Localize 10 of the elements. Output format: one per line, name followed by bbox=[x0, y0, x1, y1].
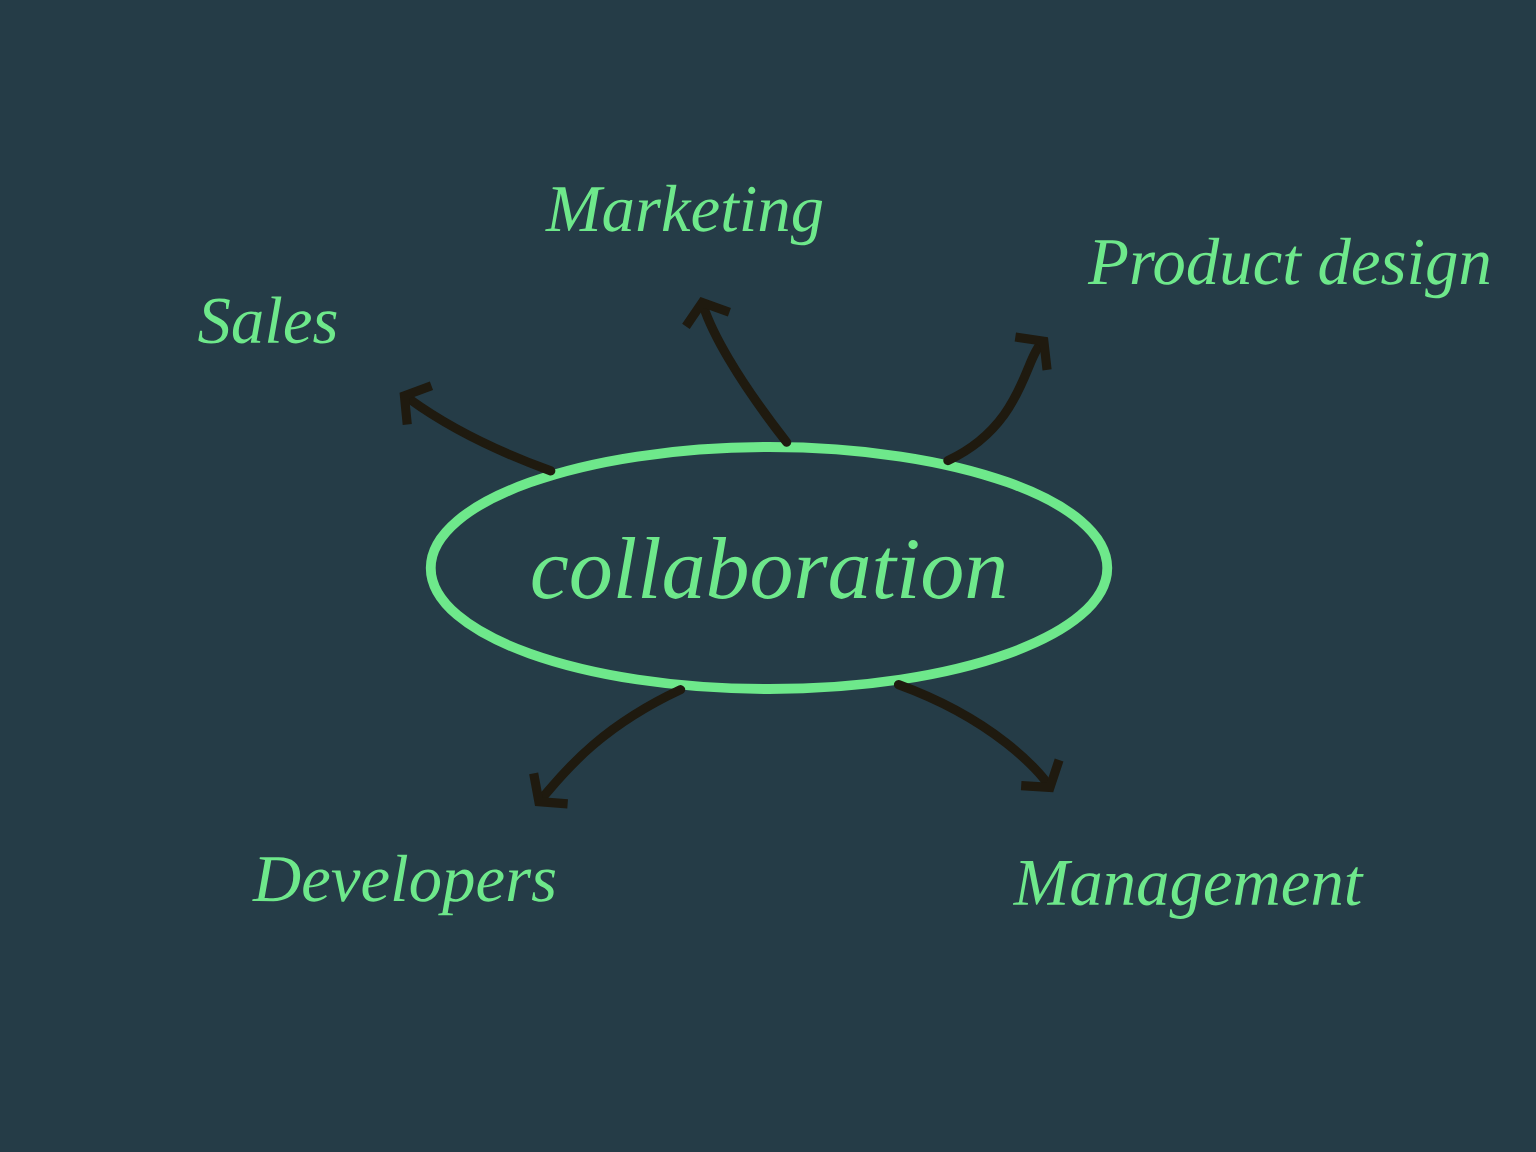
team-label: Developers bbox=[252, 854, 556, 916]
curved-arrow bbox=[529, 685, 686, 809]
curved-arrow bbox=[943, 332, 1052, 466]
curved-arrow bbox=[893, 680, 1064, 793]
curved-arrow bbox=[399, 381, 556, 476]
team-label: Marketing bbox=[545, 184, 823, 246]
curved-arrow bbox=[682, 297, 792, 447]
team-label: Product design bbox=[1087, 237, 1490, 299]
team-label: Sales bbox=[198, 296, 337, 344]
team-label: Management bbox=[1012, 861, 1364, 919]
